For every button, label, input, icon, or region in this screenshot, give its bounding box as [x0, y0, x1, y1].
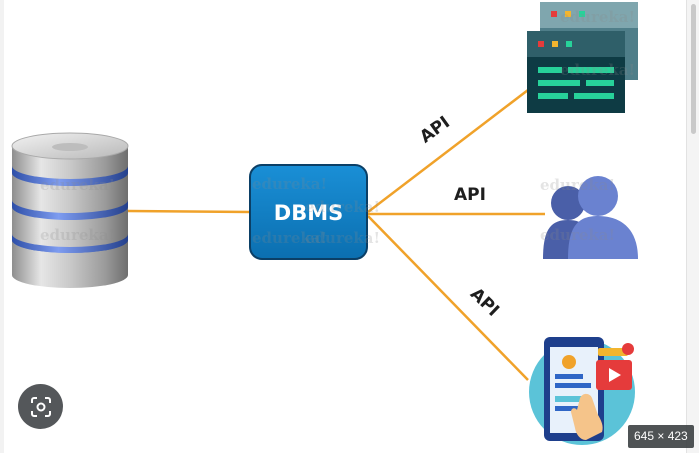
svg-text:edureka!: edureka! [40, 176, 115, 194]
viewer-left-edge [0, 0, 4, 453]
api-label-servers: API [416, 112, 454, 147]
dbms-label: DBMS [274, 201, 343, 225]
image-size-badge: 645 × 423 [628, 425, 694, 448]
api-line-servers [367, 89, 529, 213]
connectors [127, 89, 545, 381]
database-icon [11, 132, 129, 288]
svg-text:edureka!: edureka! [40, 226, 115, 244]
svg-text:edureka!: edureka! [252, 175, 327, 193]
api-label-users: API [454, 185, 486, 205]
db-to-dbms-line [127, 209, 251, 214]
svg-text:edureka!: edureka! [560, 61, 635, 79]
visual-search-button[interactable] [18, 384, 63, 429]
visual-search-icon [30, 396, 51, 417]
api-label-mobile: API [466, 284, 503, 321]
dbms-box [249, 164, 368, 260]
svg-text:edureka!: edureka! [540, 226, 615, 244]
viewer-scrollbar[interactable] [686, 0, 699, 453]
api-line-mobile [367, 215, 529, 381]
svg-text:edureka!: edureka! [305, 198, 380, 216]
scrollbar-thumb[interactable] [691, 4, 696, 134]
svg-text:edureka!: edureka! [540, 176, 615, 194]
users-icon [543, 176, 638, 259]
svg-text:edureka!: edureka! [305, 229, 380, 247]
dbms-node: DBMS [249, 164, 368, 260]
svg-text:edureka!: edureka! [560, 8, 635, 26]
mobile-app-icon [529, 337, 635, 445]
watermark: edureka! edureka! edureka! edureka! edur… [40, 8, 635, 247]
servers-icon [527, 2, 638, 113]
svg-text:edureka!: edureka! [252, 229, 327, 247]
